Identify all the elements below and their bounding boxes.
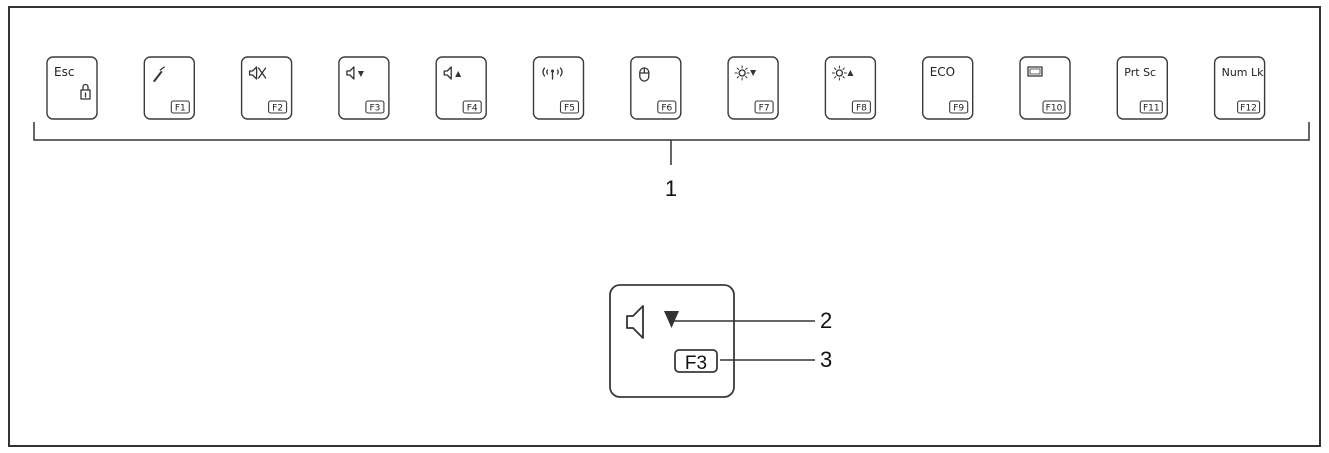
fn-label-box — [851, 100, 871, 114]
brightness-down-icon — [734, 65, 757, 81]
fn-label: F10 — [1046, 104, 1063, 114]
fn-label-box — [559, 100, 580, 114]
volume-down-icon — [626, 305, 679, 339]
callout-1-label: 1 — [665, 176, 677, 201]
function-key-esc: Esc — [46, 56, 98, 120]
microphone-icon — [153, 66, 165, 82]
function-key-f4: F4 — [435, 56, 487, 120]
fn-label: F8 — [856, 104, 867, 114]
fn-label: F7 — [759, 104, 770, 114]
fn-label-box — [657, 100, 677, 114]
fn-label-box — [365, 100, 385, 114]
function-key-f8: F8 — [824, 56, 877, 120]
fn-label: F12 — [1240, 104, 1257, 114]
display-icon — [1027, 66, 1043, 77]
fn-label-box — [1237, 100, 1261, 114]
key-top-label: Prt Sc — [1124, 66, 1156, 79]
fn-label-box — [1042, 100, 1066, 114]
function-key-f2: F2 — [240, 56, 293, 120]
wireless-icon — [542, 67, 563, 80]
function-key-f3: F3 — [338, 56, 390, 120]
function-key-f5: F5 — [532, 56, 585, 120]
lock-icon — [80, 83, 91, 100]
fn-label-box — [949, 100, 969, 114]
fn-label: F1 — [175, 104, 186, 114]
fn-label: F3 — [685, 353, 707, 374]
mute-icon — [248, 66, 267, 80]
fn-label-box — [1139, 100, 1163, 114]
key-top-label: Esc — [54, 65, 74, 79]
fn-label: F3 — [369, 104, 380, 114]
fn-label: F2 — [272, 104, 283, 114]
figure-frame — [8, 6, 1321, 447]
key-top-label: ECO — [930, 65, 955, 79]
fn-label-box — [268, 100, 288, 114]
function-key-f11: Prt Sc F11 — [1116, 56, 1169, 120]
brightness-up-icon — [831, 65, 854, 81]
fn-label: F5 — [564, 104, 575, 114]
function-key-f10: F10 — [1019, 56, 1071, 120]
touchpad-icon — [639, 67, 650, 82]
volume-down-icon — [346, 66, 364, 80]
fn-label-box — [170, 100, 190, 114]
callout-2-label: 2 — [820, 308, 832, 333]
fn-label: F9 — [953, 104, 964, 114]
fn-label-box — [674, 349, 718, 373]
fn-label: F4 — [467, 104, 478, 114]
fn-label: F6 — [661, 104, 672, 114]
callout-3-label: 3 — [820, 347, 832, 372]
fn-label-box — [462, 100, 482, 114]
volume-up-icon — [443, 66, 462, 80]
key-top-label: Num Lk — [1222, 66, 1265, 79]
fn-label: F11 — [1143, 104, 1160, 114]
enlarged-f3-key: F3 — [609, 284, 735, 398]
function-key-f7: F7 — [727, 56, 779, 120]
function-key-f6: F6 — [630, 56, 682, 120]
function-key-f1: F1 — [143, 56, 196, 120]
function-key-f9: ECO F9 — [922, 56, 974, 120]
callout-1-bracket — [33, 122, 1310, 165]
fn-label-box — [754, 100, 774, 114]
function-key-f12: Num Lk F12 — [1213, 56, 1266, 120]
